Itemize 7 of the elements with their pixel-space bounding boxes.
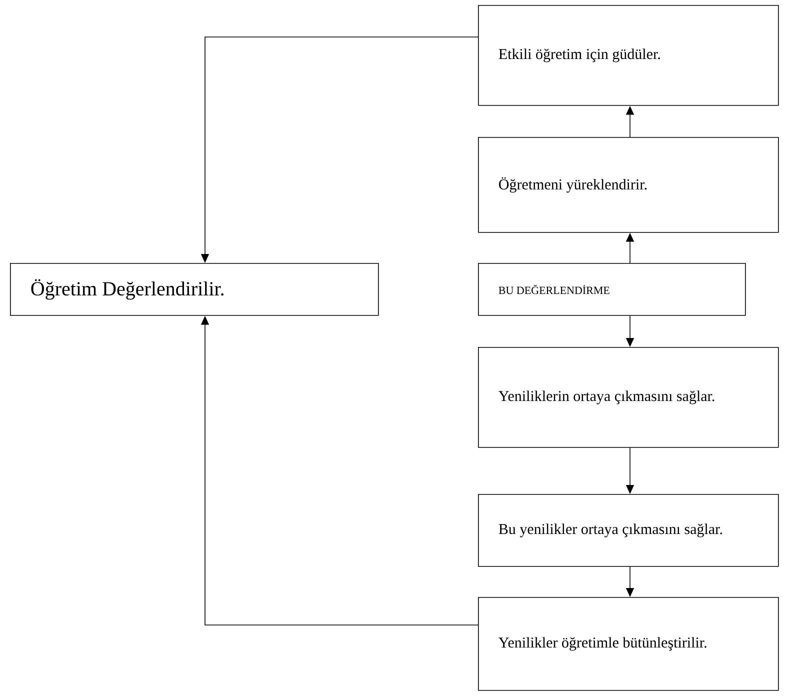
text-box: Öğretim Değerlendirilir. xyxy=(10,263,379,316)
text-box: Etkili öğretim için güdüler. xyxy=(478,5,779,106)
text-box: Bu yenilikler ortaya çıkmasını sağlar. xyxy=(478,494,779,567)
text-box: BU DEĞERLENDİRME xyxy=(478,263,746,316)
text-box: Yenilikler öğretimle bütünleştirilir. xyxy=(478,597,779,691)
text-box: Yeniliklerin ortaya çıkmasını sağlar. xyxy=(478,347,779,448)
text-box: Öğretmeni yüreklendirir. xyxy=(478,137,779,233)
